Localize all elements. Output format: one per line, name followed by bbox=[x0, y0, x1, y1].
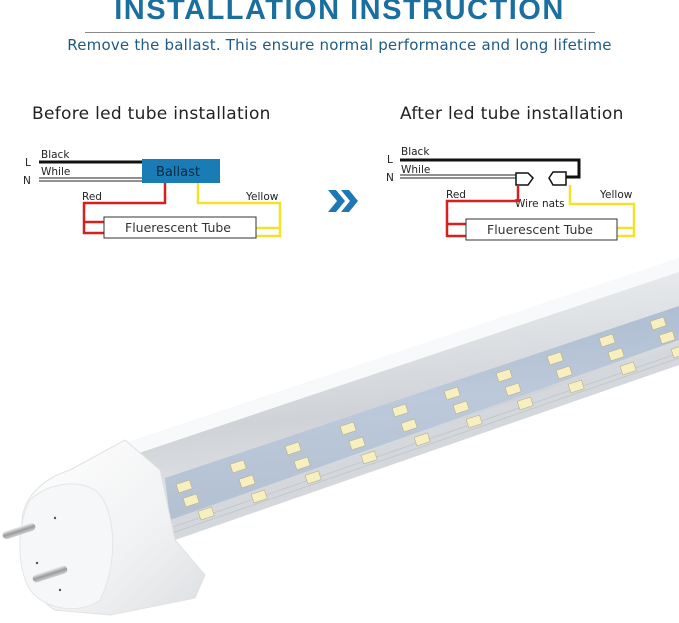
before-heading: Before led tube installation bbox=[32, 104, 271, 124]
line-n-label: N bbox=[386, 172, 394, 184]
red-wire bbox=[82, 183, 167, 235]
title-divider bbox=[85, 32, 595, 33]
bi-pin-connectors bbox=[2, 522, 68, 583]
red-wire-label: Red bbox=[446, 189, 466, 201]
double-chevron-right-icon bbox=[328, 190, 358, 212]
yellow-wire-label: Yellow bbox=[599, 189, 633, 201]
fluorescent-tube-label: Fluerescent Tube bbox=[125, 220, 231, 235]
red-wire bbox=[445, 185, 520, 238]
page-subtitle: Remove the ballast. This ensure normal p… bbox=[67, 36, 612, 54]
wire-nut-left-icon bbox=[515, 172, 534, 186]
ballast-label: Ballast bbox=[156, 165, 200, 180]
ballast-box bbox=[142, 159, 220, 183]
red-wire-label: Red bbox=[82, 191, 102, 203]
wire-nut-right-icon bbox=[548, 171, 567, 186]
yellow-wire-label: Yellow bbox=[245, 191, 279, 203]
white-wire-label: While bbox=[401, 164, 430, 176]
fluorescent-tube-box bbox=[103, 216, 257, 239]
wire-nuts-label: Wire nats bbox=[515, 198, 565, 210]
after-heading: After led tube installation bbox=[400, 104, 624, 124]
white-wire-label: While bbox=[41, 166, 70, 178]
black-wire-label: Black bbox=[41, 149, 70, 161]
yellow-wire bbox=[196, 183, 282, 238]
line-n-label: N bbox=[23, 175, 31, 187]
fluorescent-tube-label: Fluerescent Tube bbox=[487, 222, 593, 237]
black-wire bbox=[400, 158, 581, 179]
black-wire-label: Black bbox=[401, 146, 430, 158]
line-l-label: L bbox=[387, 154, 393, 166]
yellow-wire bbox=[568, 185, 636, 238]
line-l-label: L bbox=[25, 157, 31, 169]
before-wiring-diagram: L N Black While Ballast Red Yellow Fluer… bbox=[23, 149, 282, 239]
fluorescent-tube-box bbox=[465, 218, 618, 241]
led-chips bbox=[175, 316, 679, 521]
after-wiring-diagram: L N Black While Wire nats Red Yellow Flu… bbox=[386, 146, 636, 241]
page-title: INSTALLATION INSTRUCTION bbox=[114, 0, 565, 26]
